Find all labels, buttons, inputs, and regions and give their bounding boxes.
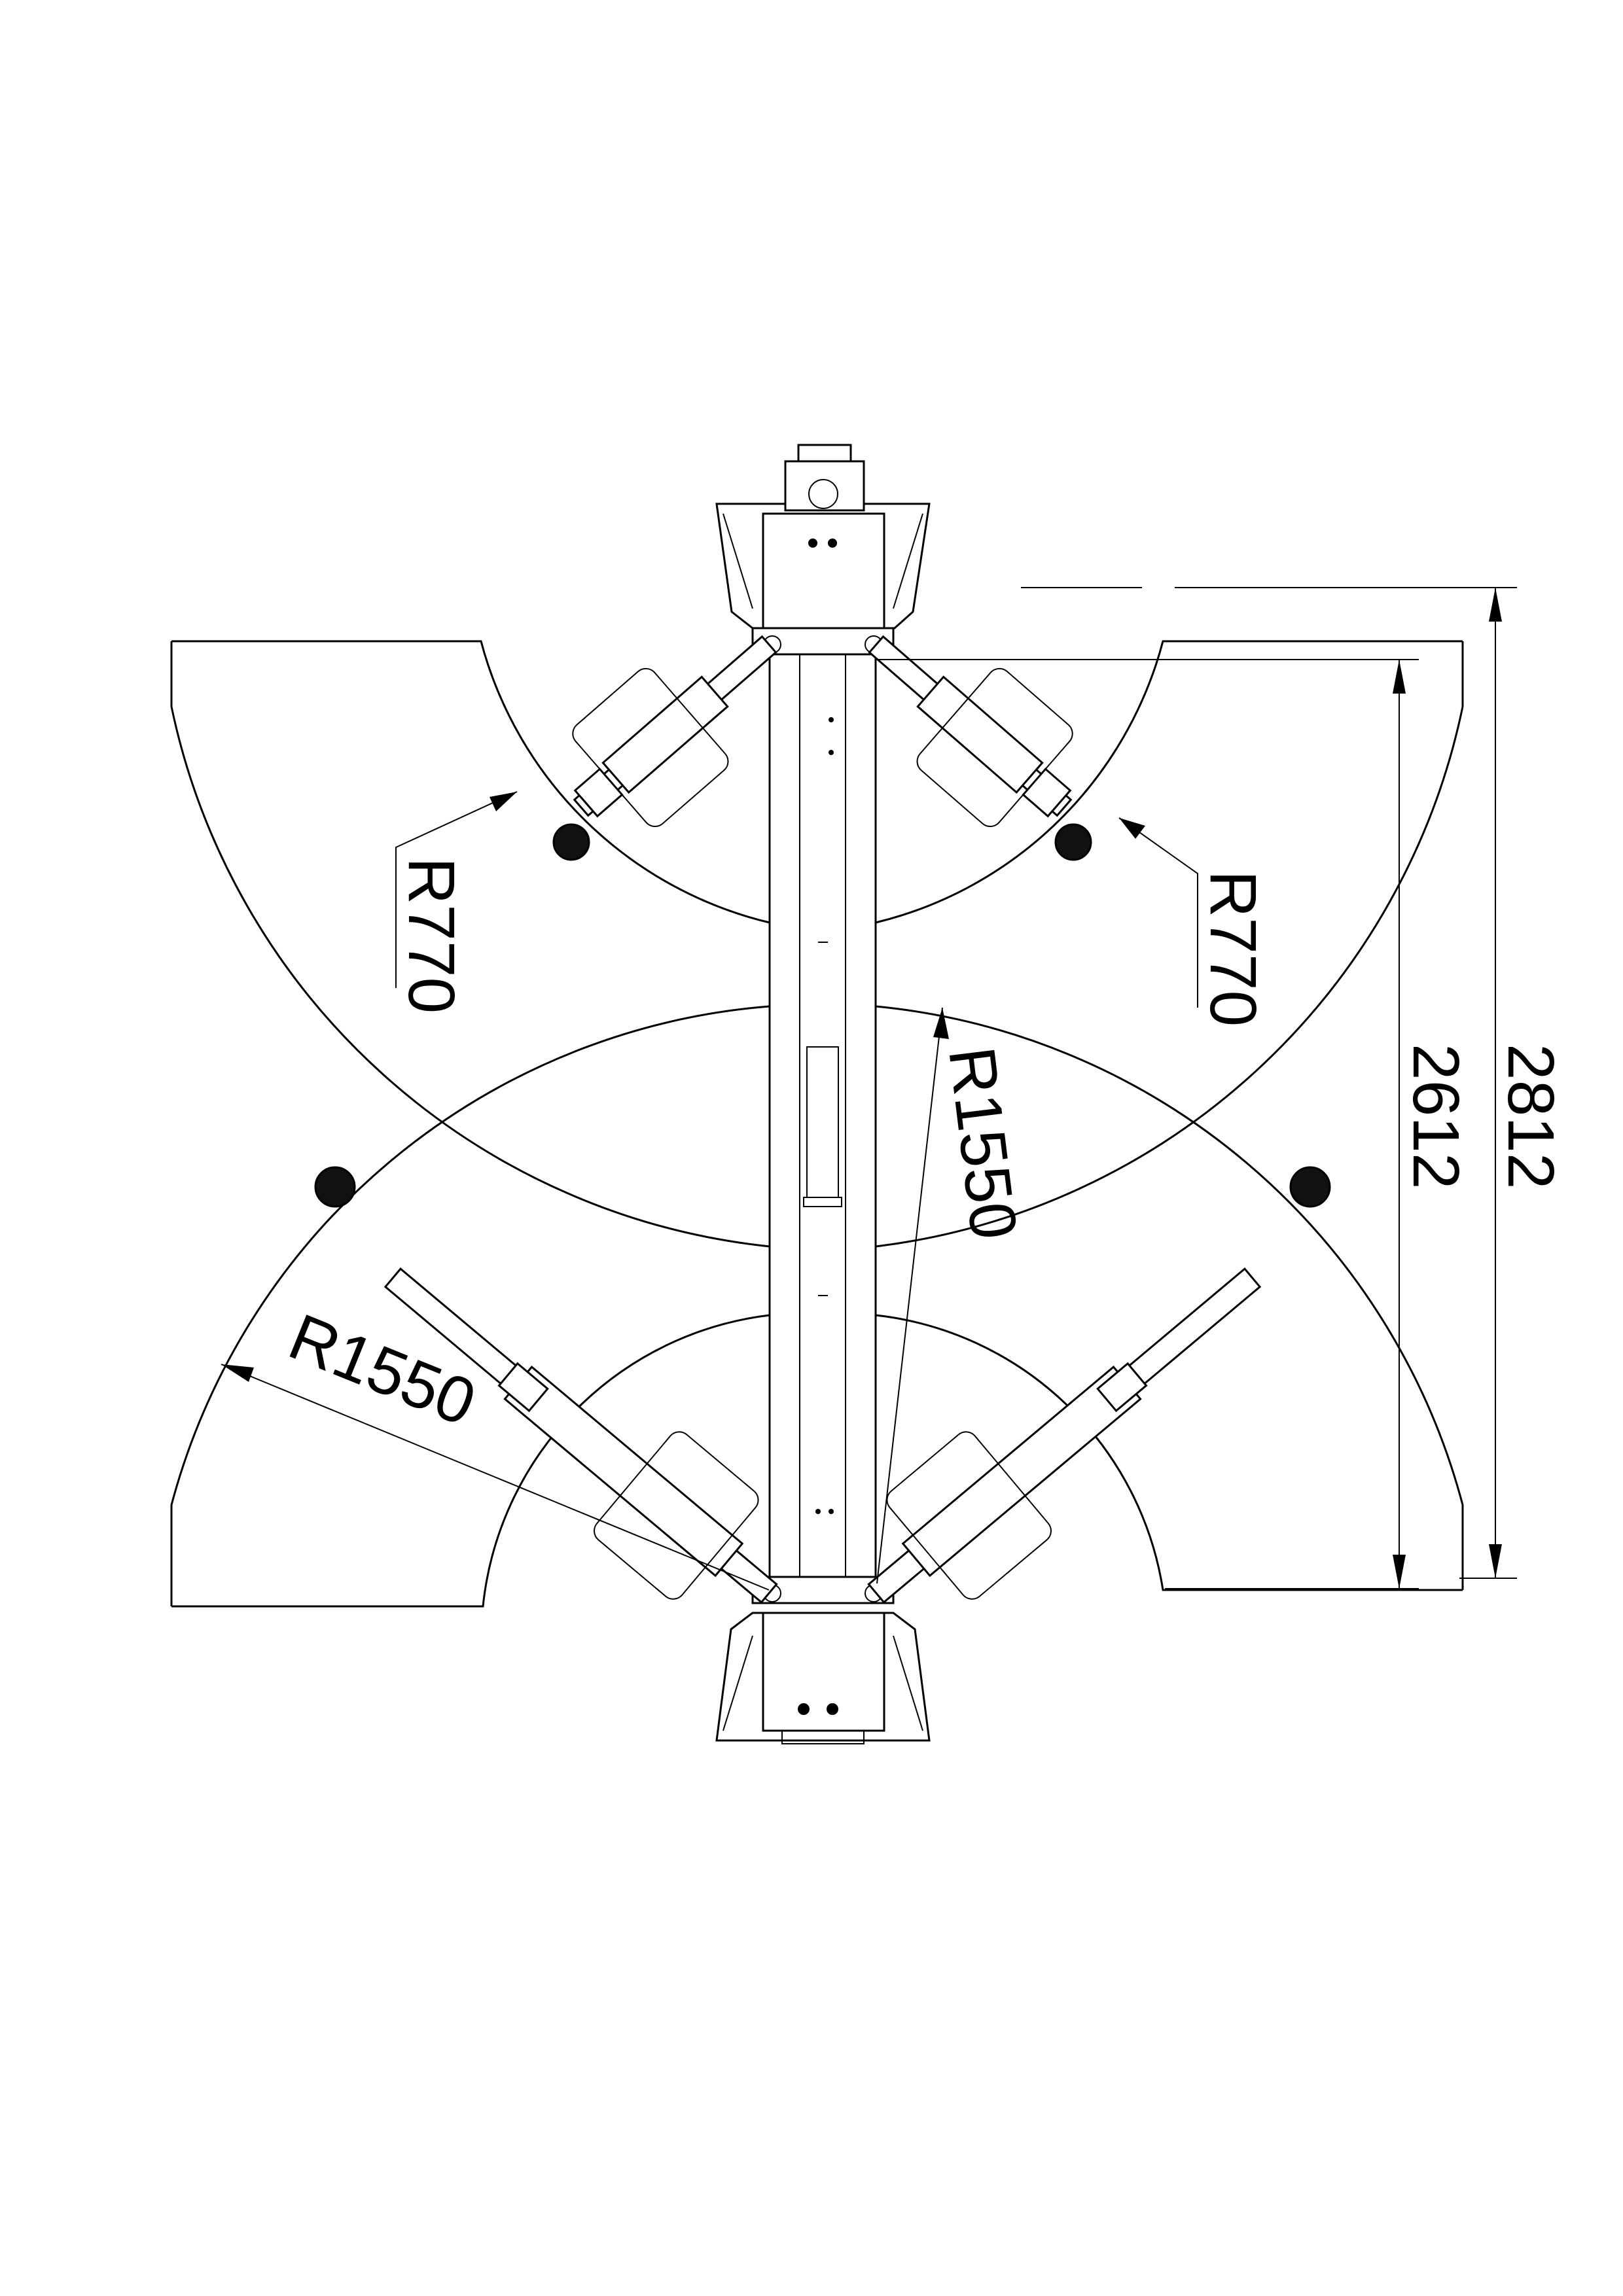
lower-left-lift-pad: [314, 1166, 356, 1208]
radius-leader-center: [876, 1007, 949, 1584]
label-dimension-2612: 2612: [1399, 1044, 1472, 1189]
label-radius-upper-right: R770: [1196, 870, 1270, 1027]
upper-right-lift-pad: [1054, 823, 1092, 861]
lower-right-arm: [867, 1267, 1262, 1604]
upper-left-lift-pad: [552, 823, 590, 861]
bottom-post: [715, 1576, 931, 1744]
radius-leader-upper-left: [395, 791, 518, 988]
label-dimension-2812: 2812: [1494, 1044, 1567, 1189]
upper-left-arm: [572, 635, 777, 828]
upper-left-sweep-area: [170, 640, 770, 1248]
lower-right-lift-pad: [1289, 1166, 1331, 1208]
dimension-2612: [877, 659, 1419, 1589]
top-post: [715, 444, 931, 629]
dimension-2812: [1021, 587, 1517, 1579]
radius-leader-upper-right: [1118, 817, 1198, 1008]
center-beam: [768, 637, 877, 1604]
upper-right-sweep-area: [875, 640, 1464, 1248]
radius-leader-lower-left: [221, 1364, 770, 1591]
label-radius-center: R1550: [935, 1043, 1031, 1243]
label-radius-upper-left: R770: [395, 857, 468, 1014]
upper-right-arm: [868, 635, 1073, 828]
lower-left-arm: [383, 1267, 778, 1604]
